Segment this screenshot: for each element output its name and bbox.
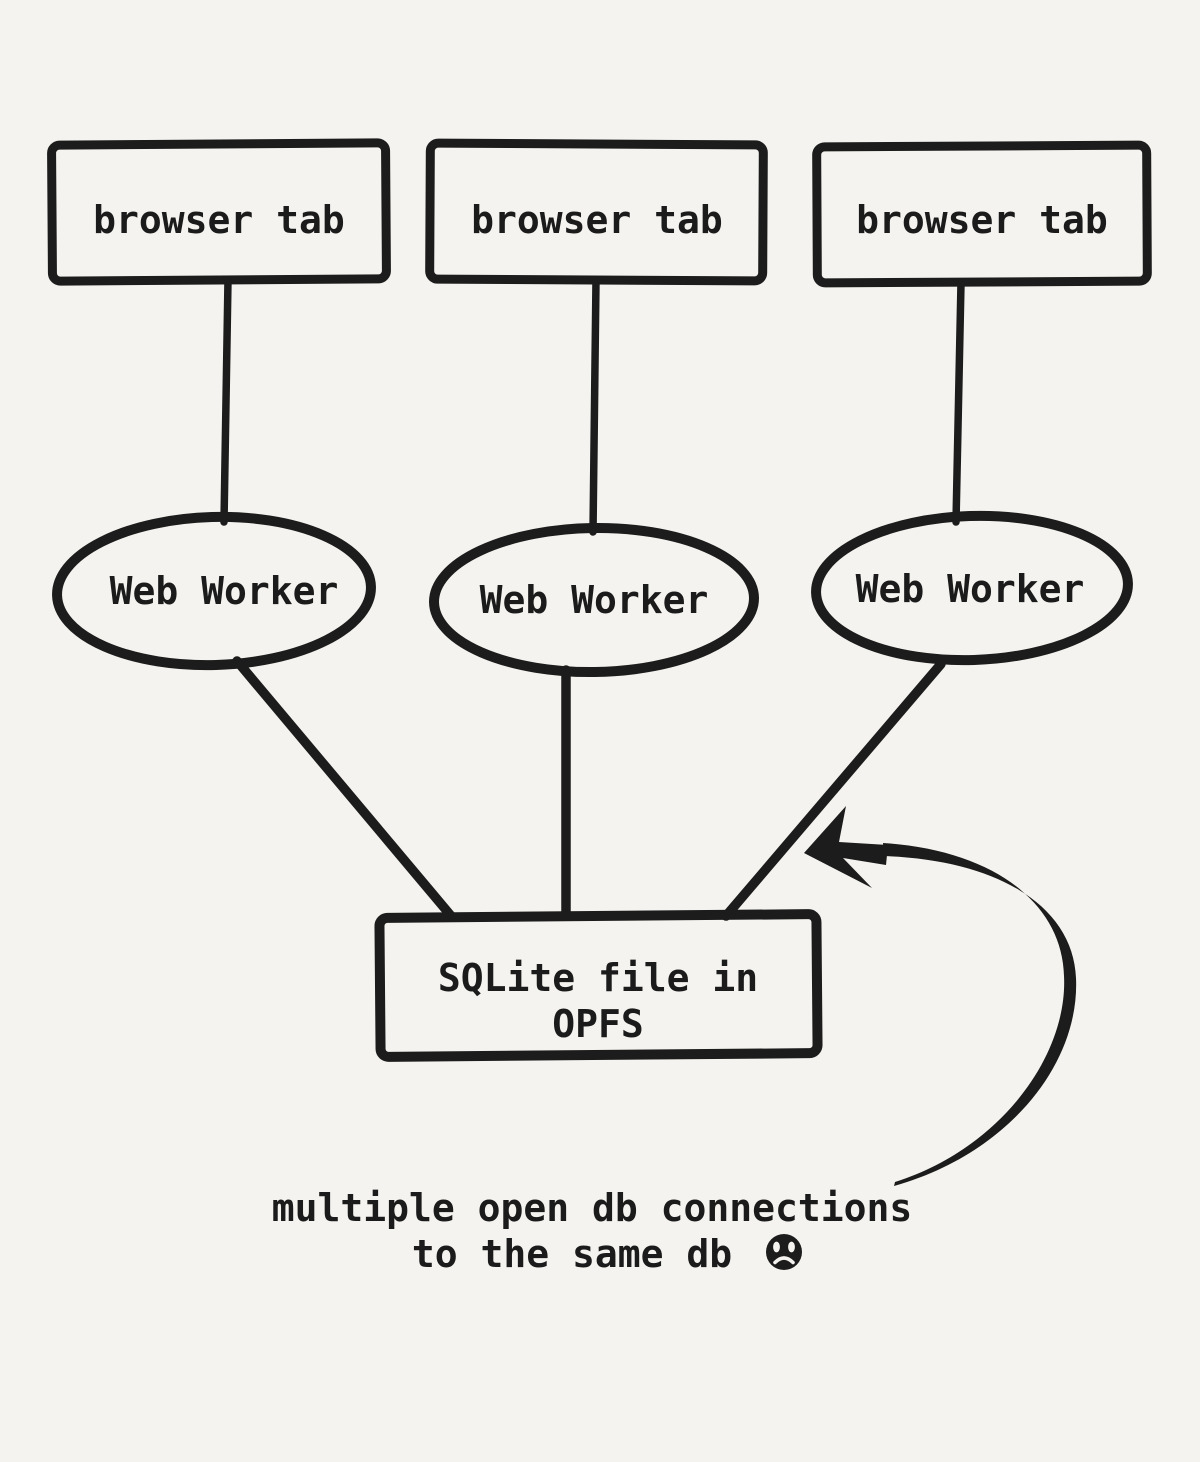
web-worker-node-2: Web Worker [429, 522, 759, 678]
callout-arrowhead-icon [804, 806, 888, 888]
browser-tab-box-2 [425, 138, 768, 286]
web-worker-ellipse-3 [811, 510, 1133, 666]
browser-tab-label-3: browser tab [856, 198, 1108, 242]
browser-tab-label-2: browser tab [471, 198, 723, 242]
browser-tab-node-1: browser tab [47, 138, 391, 286]
sqlite-box [374, 909, 823, 1062]
edge-worker1-sqlite [232, 656, 457, 922]
caption-line2: to the same db [412, 1232, 732, 1276]
sqlite-file-node: SQLite file in OPFS [374, 909, 823, 1062]
sqlite-label-line2: OPFS [552, 1002, 644, 1046]
frowning-face-icon [766, 1234, 802, 1270]
web-worker-ellipse-2 [429, 522, 759, 678]
web-worker-node-3: Web Worker [811, 510, 1133, 666]
callout-arrow-curve [883, 843, 1077, 1186]
edge-tab3-worker3 [952, 279, 965, 526]
sqlite-label-line1: SQLite file in [438, 956, 758, 1000]
web-worker-node-1: Web Worker [52, 511, 376, 671]
edge-tab1-worker1 [220, 276, 232, 526]
web-worker-label-3: Web Worker [856, 567, 1085, 611]
web-worker-label-2: Web Worker [480, 578, 709, 622]
caption-line1: multiple open db connections [272, 1186, 913, 1230]
web-worker-ellipse-1 [52, 511, 376, 671]
browser-tab-box-1 [47, 138, 391, 286]
edge-worker3-sqlite [721, 659, 946, 921]
edge-tab2-worker2 [589, 276, 600, 536]
browser-tab-node-3: browser tab [812, 140, 1152, 288]
browser-tab-node-2: browser tab [425, 138, 768, 286]
browser-tab-box-3 [812, 140, 1152, 288]
browser-tab-label-1: browser tab [93, 198, 345, 242]
web-worker-label-1: Web Worker [110, 569, 339, 613]
